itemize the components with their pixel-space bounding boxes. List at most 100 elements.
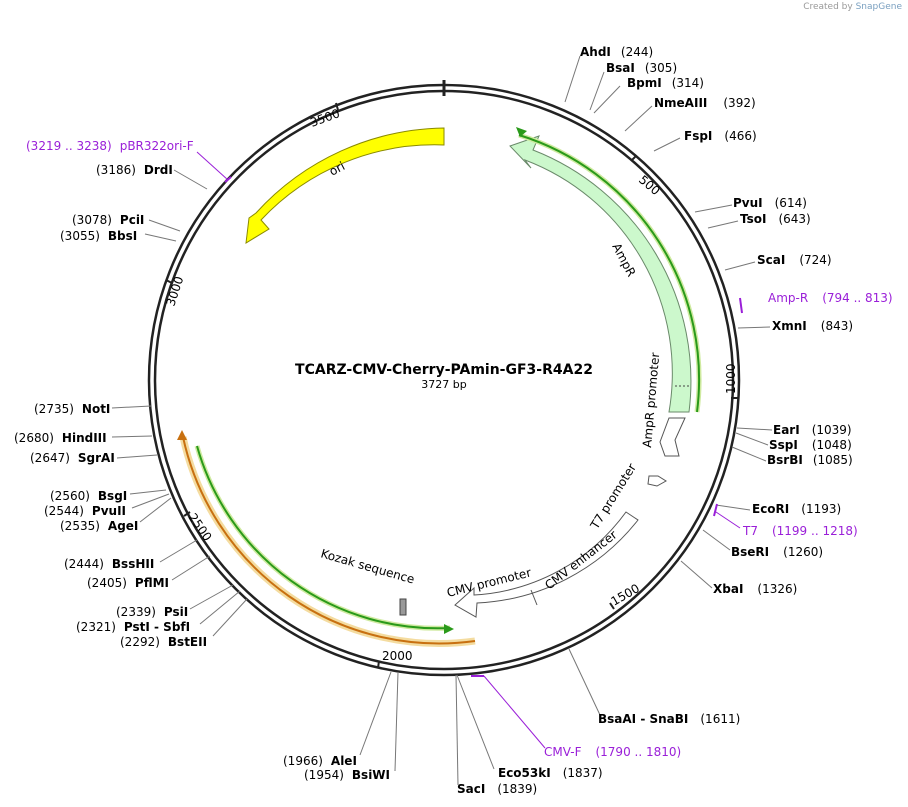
leader-bsai bbox=[589, 71, 605, 111]
enzyme-fspi: FspI(466) bbox=[684, 129, 757, 143]
enzyme-pvui: PvuI(614) bbox=[733, 196, 807, 210]
primer-leader-t7 bbox=[715, 511, 741, 529]
tick-label-3500: 3500 bbox=[308, 106, 341, 130]
leader-snabi bbox=[568, 648, 601, 716]
ampr-orf-arrowhead bbox=[516, 127, 527, 137]
plasmid-name: TCARZ-CMV-Cherry-PAmin-GF3-R4A22 bbox=[295, 362, 593, 378]
enzyme-bsshii: (2444)BssHII bbox=[64, 557, 154, 571]
cmv-divider bbox=[530, 589, 538, 606]
enzyme-scai: ScaI(724) bbox=[757, 253, 832, 267]
tick-500 bbox=[630, 155, 637, 162]
orf-inner-line bbox=[196, 445, 451, 630]
enzyme-bsaai-snabi: BsaAI - SnaBI(1611) bbox=[598, 712, 740, 726]
tick-2500 bbox=[183, 511, 191, 517]
leader-psti bbox=[199, 590, 241, 625]
leader-bsiwi bbox=[394, 671, 399, 772]
leader-xbai bbox=[680, 560, 713, 589]
leader-saci bbox=[455, 674, 459, 786]
tick-label-1000: 1000 bbox=[724, 363, 738, 394]
enzyme-xmni: XmnI(843) bbox=[772, 319, 853, 333]
leader-eco53ki bbox=[456, 674, 495, 770]
enzyme-xbai: XbaI(1326) bbox=[713, 582, 797, 596]
enzyme-nmeaiii: NmeAIII(392) bbox=[654, 96, 756, 110]
enzyme-bsrbi: BsrBI(1085) bbox=[767, 453, 853, 467]
enzyme-bsteii: (2292)BstEII bbox=[120, 635, 207, 649]
snapgene-credit: Created by SnapGene bbox=[803, 2, 902, 12]
primer-marks bbox=[196, 151, 743, 749]
plasmid-size: 3727 bp bbox=[421, 378, 466, 391]
leader-pcii bbox=[148, 219, 181, 232]
leader-agei bbox=[139, 497, 172, 523]
primer-labels: Amp-R(794 .. 813) T7(1199 .. 1218) CMV-F… bbox=[26, 139, 893, 759]
enzyme-pflmi: (2405)PflMI bbox=[87, 576, 169, 590]
ampr-promoter-label: AmpR promoter bbox=[640, 352, 662, 448]
leader-eari bbox=[736, 427, 773, 431]
enzyme-hindiii: (2680)HindIII bbox=[14, 431, 107, 445]
leader-bsrbi bbox=[731, 446, 767, 462]
leader-hindiii bbox=[111, 435, 153, 438]
leader-psii bbox=[189, 584, 234, 610]
orf-inner-arrowhead bbox=[444, 624, 454, 634]
leader-pvuii bbox=[131, 493, 170, 509]
ampr-orf-line bbox=[518, 134, 701, 413]
enzyme-eari: EarI(1039) bbox=[773, 423, 852, 437]
tick-marks bbox=[165, 102, 738, 669]
enzyme-drdi: (3186)DrdI bbox=[96, 163, 173, 177]
kozak-label: Kozak sequence bbox=[319, 546, 416, 586]
enzyme-pvuii: (2544)PvuII bbox=[44, 504, 126, 518]
tick-3000 bbox=[165, 279, 173, 284]
primer-leader-cmv-f bbox=[483, 675, 546, 749]
tick-1500 bbox=[609, 602, 615, 610]
enzyme-sspi: SspI(1048) bbox=[769, 438, 852, 452]
leader-sspi bbox=[735, 432, 769, 446]
leader-pvui bbox=[694, 204, 733, 213]
enzyme-noti: (2735)NotI bbox=[34, 402, 110, 416]
enzyme-agei: (2535)AgeI bbox=[60, 519, 138, 533]
enzyme-psii: (2339)PsiI bbox=[116, 605, 188, 619]
leader-scai bbox=[724, 261, 756, 271]
cmv-feature bbox=[454, 511, 639, 618]
orf-outer-arrowhead bbox=[177, 430, 187, 440]
cmv-enhancer-label: CMV enhancer bbox=[542, 528, 619, 593]
enzyme-leader-lines bbox=[111, 55, 773, 786]
primer-mark-amp-r bbox=[739, 297, 743, 314]
enzyme-ahdi: AhdI(244) bbox=[580, 45, 653, 59]
leader-tsoi bbox=[707, 220, 739, 229]
leader-nmeaiii bbox=[624, 105, 653, 132]
leader-bseri bbox=[702, 529, 731, 551]
tick-3500 bbox=[335, 102, 339, 111]
primer-pbr322ori-f: (3219 .. 3238)pBR322ori-F bbox=[26, 139, 194, 153]
enzyme-bpmi: BpmI(314) bbox=[627, 76, 704, 90]
primer-cmv-f: CMV-F(1790 .. 1810) bbox=[544, 745, 681, 759]
ampr-promoter-feature bbox=[659, 417, 686, 457]
leader-bbsi bbox=[144, 233, 177, 242]
leader-xmni bbox=[737, 326, 771, 329]
enzyme-eco53ki: Eco53kI(1837) bbox=[498, 766, 603, 780]
enzyme-bseri: BseRI(1260) bbox=[731, 545, 823, 559]
primer-mark-t7 bbox=[713, 503, 718, 517]
leader-ahdi bbox=[564, 55, 581, 103]
enzyme-bbsi: (3055)BbsI bbox=[60, 229, 137, 243]
enzyme-pcii: (3078)PciI bbox=[72, 213, 144, 227]
enzyme-saci: SacI(1839) bbox=[457, 782, 537, 796]
tick-label-2000: 2000 bbox=[382, 649, 413, 663]
enzyme-bsiwi: (1954)BsiWI bbox=[304, 768, 390, 782]
leader-bsteii bbox=[212, 598, 248, 637]
enzyme-ecori: EcoRI(1193) bbox=[752, 502, 841, 516]
leader-ecori bbox=[715, 504, 751, 511]
primer-amp-r: Amp-R(794 .. 813) bbox=[768, 291, 893, 305]
primer-leader-pbr322ori-f bbox=[196, 151, 229, 181]
leader-pflmi bbox=[171, 555, 211, 581]
ori-feature bbox=[245, 127, 445, 244]
leader-drdi bbox=[173, 169, 208, 190]
leader-alei bbox=[359, 671, 392, 756]
t7-promoter-feature bbox=[647, 475, 667, 487]
kozak-feature bbox=[399, 598, 407, 616]
enzyme-bsgi: (2560)BsgI bbox=[50, 489, 127, 503]
enzyme-alei: (1966)AleI bbox=[283, 754, 357, 768]
enzyme-sgrai: (2647)SgrAI bbox=[30, 451, 115, 465]
orf-outer-fill bbox=[179, 436, 476, 647]
leader-fspi bbox=[653, 137, 681, 152]
orf-outer-line bbox=[182, 436, 476, 645]
